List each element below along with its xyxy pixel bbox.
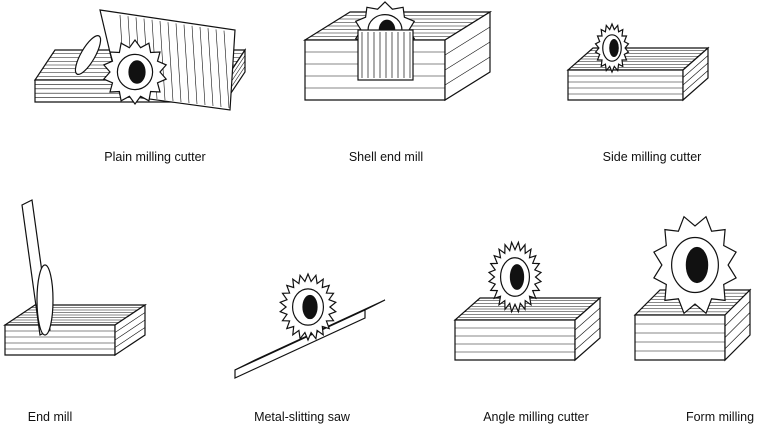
angle-workpiece-top [453,297,602,321]
plain-cutter-face-body [116,53,154,91]
form-cutter-bore [685,246,709,284]
shell-cutter-side [357,29,414,81]
slitting-saw-bore [302,294,318,320]
endmill-workpiece-side-hatch [114,312,146,333]
angle-workpiece-side-hatch [574,307,601,331]
plain-cutter-flute [175,23,182,103]
form-cutter [653,215,737,315]
angle-workpiece-side [574,296,601,362]
angle-cutter [487,240,543,314]
form-workpiece-side-hatch [724,301,751,327]
saw-workpiece-side [234,309,366,379]
slitting-saw-body [291,288,325,326]
angle-workpiece-front-outline [454,319,576,361]
angle-workpiece [453,296,602,362]
plain-cutter-face-bore [128,60,146,84]
plain-cutter-flute [215,29,222,108]
angle-workpiece-side-hatch [574,317,601,341]
side-workpiece-side [682,46,709,102]
endmill-workpiece-side-hatch [114,319,146,341]
plain-cutter-flute [159,20,166,101]
shell-workpiece-side [444,10,491,102]
angle-cutter-body [499,257,531,297]
side-workpiece-front [567,69,684,101]
plain-cutter-flute [207,28,214,107]
side-cutter [594,22,630,74]
side-workpiece-side-hatch [682,62,709,86]
form-cutter-body [671,236,719,294]
side-cutter-bore [609,38,619,57]
label-end-mill: End mill [27,410,73,424]
side-workpiece-side-hatch [682,55,709,78]
endmill-workpiece-side [114,303,146,357]
endmill-workpiece-front-outline [4,324,116,356]
label-angle-milling-cutter: Angle milling cutter [483,410,589,424]
endmill-workpiece-front [4,324,116,356]
label-shell-end-mill: Shell end mill [348,150,424,164]
form-workpiece-side-hatch [724,312,751,338]
label-plain-milling-cutter: Plain milling cutter [104,150,206,164]
shell-workpiece-side-hatch [444,26,491,56]
side-workpiece [566,46,710,102]
form-workpiece-front-outline [634,314,726,361]
side-workpiece-side-hatch [682,70,709,93]
shell-workpiece-side-hatch [444,41,491,71]
plain-cutter-flute [167,22,174,102]
angle-cutter-bore [509,264,525,290]
label-metal-slitting-saw: Metal-slitting saw [254,410,350,424]
endmill-workpiece [3,303,147,357]
plain-cutter-flute [223,30,230,109]
form-workpiece-side-hatch [724,323,751,349]
label-form-milling: Form milling [685,410,755,424]
slitting-saw [279,272,337,342]
side-cutter-body [602,34,622,62]
angle-workpiece-front [454,319,576,361]
plain-cutter-face [102,38,168,106]
shell-workpiece-side-hatch [444,56,491,86]
plain-cutter-flute [191,25,198,105]
form-workpiece-side [724,288,751,362]
side-workpiece-front-outline [567,69,684,101]
endmill-workpiece-side-hatch [114,327,146,348]
plain-cutter-flute [183,24,190,104]
label-side-milling-cutter: Side milling cutter [602,150,702,164]
plain-key [74,35,102,75]
endmill-flutes [36,264,54,336]
angle-workpiece-side-hatch [574,327,601,351]
plain-cutter-flute [199,26,206,106]
form-workpiece-front [634,314,726,361]
